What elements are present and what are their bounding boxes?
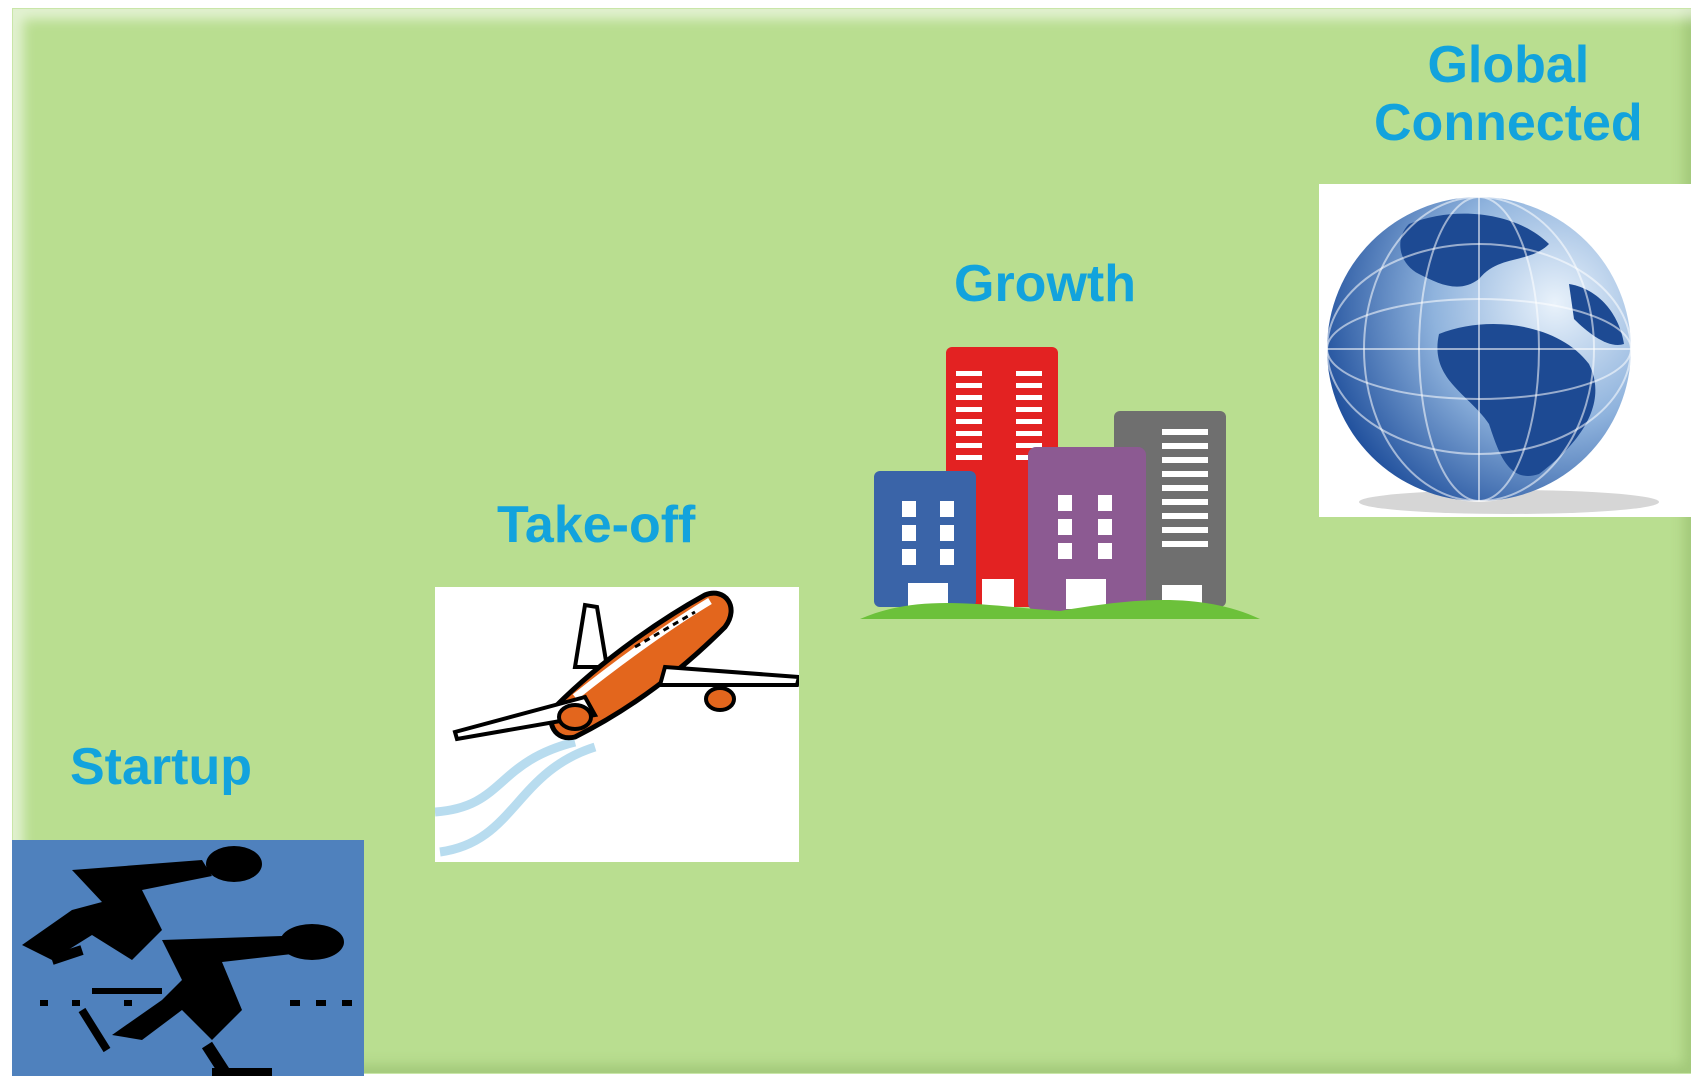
city-buildings-icon xyxy=(860,343,1260,627)
globe-icon xyxy=(1319,184,1691,517)
airplane-icon xyxy=(435,587,799,862)
stage-label-connected: Connected xyxy=(1374,94,1643,152)
speed-skaters-icon xyxy=(12,840,364,1076)
stage-label-startup: Startup xyxy=(70,738,252,796)
stage-label-global: Global xyxy=(1427,36,1590,94)
stage-label-take-off: Take-off xyxy=(497,496,696,554)
stage-label-growth: Growth xyxy=(954,255,1136,313)
stage-label-global-connected: Global Connected xyxy=(1374,36,1643,152)
